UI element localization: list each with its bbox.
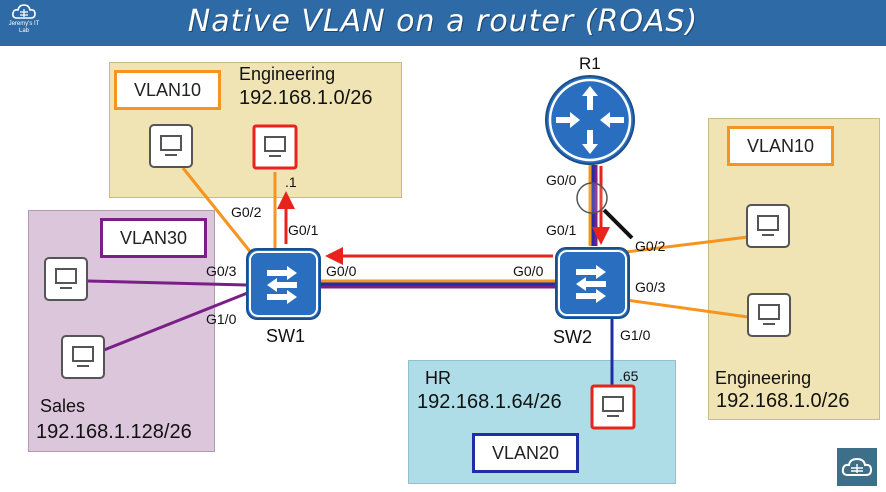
header-bar	[0, 0, 886, 46]
zone-name-sales: Sales	[40, 396, 86, 416]
port-label-sw2-g0-0: G0/0	[513, 263, 544, 279]
router-arrows-icon	[556, 86, 624, 154]
jeremys-it-lab-corner-logo	[837, 448, 877, 486]
pc-hr[interactable]	[590, 384, 636, 430]
port-label-sw2-g0-3: G0/3	[635, 279, 666, 295]
port-label-sw1-g0-3: G0/3	[206, 263, 237, 279]
host-label-eng-left: .1	[285, 174, 297, 190]
vlan-badge-sales: VLAN30	[100, 218, 207, 258]
switch-arrows-icon	[267, 266, 297, 304]
device-label-r1: R1	[579, 54, 601, 73]
pc-sales-2[interactable]	[61, 335, 105, 379]
engineering-right-zone	[708, 118, 880, 420]
pc-eng-left-2[interactable]	[252, 124, 298, 170]
zone-subnet-hr: 192.168.1.64/26	[417, 391, 562, 413]
vlan-badge-eng-left: VLAN10	[114, 70, 221, 110]
vlan-badge-eng-right: VLAN10	[727, 126, 834, 166]
link-sw1-sales-host-1	[87, 279, 248, 287]
pc-sales-1[interactable]	[44, 257, 88, 301]
device-label-sw2: SW2	[553, 327, 593, 347]
port-label-sw1-g1-0: G1/0	[206, 311, 237, 327]
zone-subnet-eng-right: 192.168.1.0/26	[716, 390, 850, 412]
logo-text: Jeremy's IT Lab	[8, 21, 40, 34]
link-trunk-sw1-sw2	[320, 279, 556, 289]
zone-subnet-sales: 192.168.1.128/26	[36, 421, 192, 443]
cloud-icon	[12, 4, 36, 19]
port-label-sw1-g0-0: G0/0	[326, 263, 357, 279]
switch-sw2[interactable]	[555, 247, 630, 319]
zone-subnet-eng-left: 192.168.1.0/26	[239, 87, 373, 109]
port-label-sw1-g0-1: G0/1	[288, 222, 319, 238]
zone-name-eng-right: Engineering	[715, 368, 812, 388]
slide-title: Native VLAN on a router (ROAS)	[187, 4, 699, 39]
zone-name-hr: HR	[425, 368, 451, 388]
host-label-hr: .65	[619, 368, 639, 384]
vlan-badge-hr: VLAN20	[472, 433, 579, 473]
port-label-r1-g0-0: G0/0	[546, 172, 577, 188]
cloud-icon	[841, 457, 873, 476]
port-label-sw2-g0-1: G0/1	[546, 222, 577, 238]
magnifier-icon	[576, 182, 634, 240]
switch-sw1[interactable]	[246, 248, 321, 320]
port-label-sw2-g0-2: G0/2	[635, 238, 666, 254]
port-label-sw1-g0-2: G0/2	[231, 204, 262, 220]
link-sw1-sales-host-2	[103, 290, 251, 352]
switch-arrows-icon	[576, 265, 606, 303]
jeremys-it-lab-logo: Jeremy's IT Lab	[4, 3, 44, 43]
zone-name-eng-left: Engineering	[239, 64, 336, 84]
router-r1[interactable]	[545, 75, 635, 165]
pc-eng-right-2[interactable]	[747, 293, 791, 337]
port-label-sw2-g1-0: G1/0	[620, 327, 651, 343]
pc-eng-left-1[interactable]	[149, 124, 193, 168]
link-sw2-eng-host-1	[625, 235, 749, 254]
pc-eng-right-1[interactable]	[746, 204, 790, 248]
link-sw2-eng-host-2	[625, 298, 749, 319]
link-sw1-eng-host	[181, 167, 254, 255]
device-label-sw1: SW1	[266, 326, 306, 346]
